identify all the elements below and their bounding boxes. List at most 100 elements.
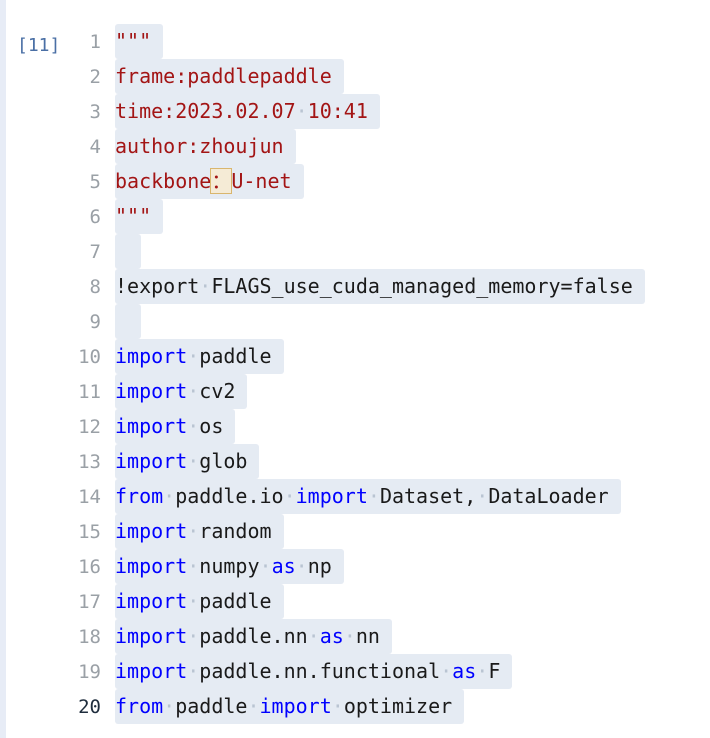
line-number: 20: [78, 695, 101, 718]
code-line[interactable]: 2 frame:paddlepaddle: [60, 59, 710, 94]
code-line[interactable]: 1""": [60, 24, 710, 59]
string-token: """: [115, 29, 152, 53]
keyword-token: import: [115, 449, 188, 473]
keyword-token: from: [115, 484, 164, 508]
code-text[interactable]: import·numpy·as·np: [115, 549, 344, 584]
whitespace-marker: ·: [187, 659, 200, 683]
string-token: """: [115, 204, 152, 228]
code-text[interactable]: import·paddle: [115, 339, 284, 374]
code-text[interactable]: frame:paddlepaddle: [115, 59, 344, 94]
line-number: 17: [78, 590, 101, 613]
code-text[interactable]: [115, 234, 141, 269]
string-token: backbone: [115, 169, 212, 193]
code-text[interactable]: author:zhoujun: [115, 129, 296, 164]
code-line[interactable]: 16 import·numpy·as·np: [60, 549, 710, 584]
keyword-token: as: [319, 624, 344, 648]
code-text[interactable]: import·paddle.nn.functional·as·F: [115, 654, 513, 689]
string-token: time:2023.02.07: [115, 99, 296, 123]
line-number: 4: [89, 135, 101, 158]
whitespace-marker: ·: [187, 449, 200, 473]
keyword-token: import: [115, 554, 188, 578]
line-number: 16: [78, 555, 101, 578]
keyword-token: import: [295, 484, 368, 508]
whitespace-marker: ·: [247, 694, 260, 718]
whitespace-marker: ·: [163, 484, 176, 508]
code-text[interactable]: import·paddle: [115, 584, 284, 619]
code-token: FLAGS_use_cuda_managed_memory=false: [211, 274, 633, 298]
whitespace-marker: ·: [187, 554, 200, 578]
cell-selection-bar[interactable]: [0, 0, 6, 738]
code-line[interactable]: 4 author:zhoujun: [60, 129, 710, 164]
code-line[interactable]: 8!export·FLAGS_use_cuda_managed_memory=f…: [60, 269, 710, 304]
code-line[interactable]: 12 import·os: [60, 409, 710, 444]
code-text[interactable]: [115, 304, 141, 339]
whitespace-marker: ·: [187, 519, 200, 543]
code-token: glob: [199, 449, 248, 473]
code-line[interactable]: 17 import·paddle: [60, 584, 710, 619]
code-token: nn: [355, 624, 380, 648]
code-text[interactable]: import·os: [115, 409, 236, 444]
code-line[interactable]: 11 import·cv2: [60, 374, 710, 409]
whitespace-marker: ·: [476, 659, 489, 683]
code-text[interactable]: !export·FLAGS_use_cuda_managed_memory=fa…: [115, 269, 645, 304]
whitespace-marker: ·: [259, 554, 272, 578]
whitespace-marker: ·: [295, 554, 308, 578]
code-token: paddle: [199, 344, 272, 368]
whitespace-marker: ·: [331, 694, 344, 718]
line-number: 2: [89, 65, 101, 88]
line-number: 10: [78, 345, 101, 368]
code-token: numpy: [199, 554, 260, 578]
whitespace-marker: ·: [187, 589, 200, 613]
line-number: 9: [89, 310, 101, 333]
keyword-token: as: [271, 554, 296, 578]
code-line[interactable]: 7: [60, 234, 710, 269]
code-text[interactable]: """: [115, 24, 164, 59]
code-text[interactable]: import·glob: [115, 444, 260, 479]
code-text[interactable]: backbone：U-net: [115, 164, 304, 199]
whitespace-marker: ·: [295, 99, 308, 123]
line-number: 11: [78, 380, 101, 403]
line-number: 6: [89, 205, 101, 228]
code-text[interactable]: import·random: [115, 514, 284, 549]
keyword-token: import: [259, 694, 332, 718]
code-token: random: [199, 519, 272, 543]
string-token: frame:paddlepaddle: [115, 64, 332, 88]
code-token: paddle.nn: [199, 624, 308, 648]
whitespace-marker: ·: [343, 624, 356, 648]
whitespace-marker: ·: [187, 624, 200, 648]
code-text[interactable]: """: [115, 199, 164, 234]
execution-count: [11]: [17, 35, 61, 56]
code-text[interactable]: from·paddle.io·import·Dataset,·DataLoade…: [115, 479, 621, 514]
code-line[interactable]: 10 import·paddle: [60, 339, 710, 374]
line-number: 12: [78, 415, 101, 438]
whitespace-marker: ·: [187, 379, 200, 403]
code-token: Dataset,: [379, 484, 477, 508]
code-line[interactable]: 6 """: [60, 199, 710, 234]
line-number: 14: [78, 485, 101, 508]
whitespace-marker: ·: [283, 484, 296, 508]
whitespace-marker: ·: [187, 344, 200, 368]
code-text[interactable]: from·paddle·import·optimizer: [115, 689, 465, 724]
whitespace-marker: ·: [163, 694, 176, 718]
code-text[interactable]: import·paddle.nn·as·nn: [115, 619, 392, 654]
string-token: U-net: [231, 169, 292, 193]
code-token: cv2: [199, 379, 236, 403]
code-text[interactable]: time:2023.02.07·10:41: [115, 94, 380, 129]
keyword-token: import: [115, 659, 188, 683]
code-line[interactable]: 9: [60, 304, 710, 339]
code-line[interactable]: 20 from·paddle·import·optimizer: [60, 689, 710, 724]
code-text[interactable]: import·cv2: [115, 374, 248, 409]
code-token: paddle: [175, 694, 248, 718]
whitespace-marker: ·: [199, 274, 212, 298]
code-token: paddle.nn.functional: [199, 659, 441, 683]
code-token: paddle: [199, 589, 272, 613]
code-token: os: [199, 414, 224, 438]
